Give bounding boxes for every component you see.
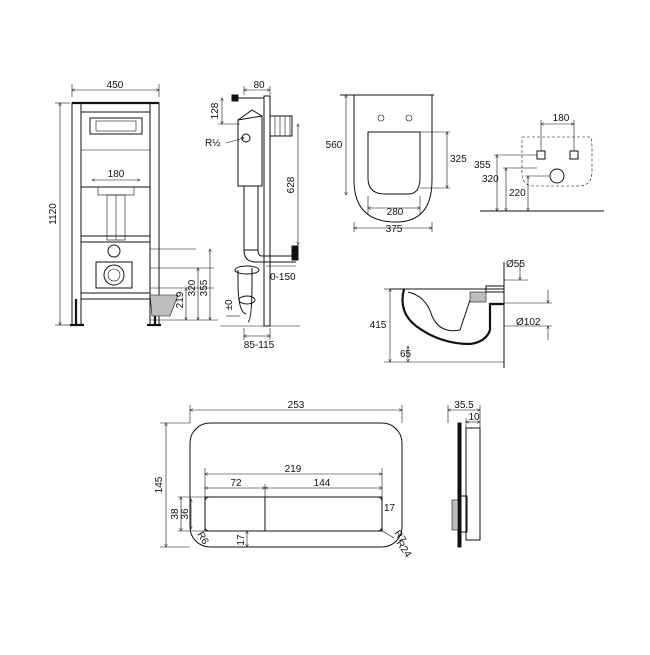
flush-plate-side-view: 35.5 10 <box>448 400 481 548</box>
installation-frame-front-view: 450 1120 180 219 320 355 <box>48 80 218 327</box>
bowl-side-outline <box>401 288 504 346</box>
dim-375: 375 <box>386 224 403 235</box>
dim-back-320: 320 <box>482 174 499 185</box>
flush-plate-front-view: 253 219 72 144 145 38 36 R6 17 17 R <box>154 400 413 560</box>
outlet-pipe <box>103 264 125 286</box>
dim-10: 10 <box>468 412 480 423</box>
large-flush-button <box>264 496 383 532</box>
bowl-back-outline <box>521 136 593 187</box>
bowl-top-view: 560 325 280 375 <box>326 94 467 235</box>
dim-plate-width: 253 <box>288 400 305 411</box>
flush-pipe-side <box>243 185 259 251</box>
bowl-back-view: 180 355 320 220 <box>474 113 604 212</box>
plate-side-body <box>465 427 481 541</box>
frame-right-upright <box>149 102 160 326</box>
dim-back-180: 180 <box>553 113 570 124</box>
cistern-side <box>237 115 263 187</box>
dim-inner-180: 180 <box>108 169 125 180</box>
dim-38: 38 <box>170 508 181 520</box>
zero-level: ±0 <box>224 299 235 310</box>
radius-r24: R24 <box>394 538 414 560</box>
bowl-outline <box>353 95 433 223</box>
thread-label: R½ <box>205 138 221 149</box>
radius-r6: R6 <box>194 530 210 547</box>
dim-219: 219 <box>175 291 186 308</box>
frame-left-upright <box>71 102 82 326</box>
dim-355: 355 <box>199 279 210 296</box>
drain-elbow <box>237 268 253 323</box>
dim-diameter-55: Ø55 <box>506 259 525 270</box>
dim-bowl-length: 560 <box>326 140 343 151</box>
dim-72: 72 <box>230 478 242 489</box>
inlet-connector <box>107 244 121 258</box>
dim-65: 65 <box>400 349 412 360</box>
dim-17-right: 17 <box>384 503 396 514</box>
floor-bracket <box>149 294 179 317</box>
dim-320: 320 <box>187 279 198 296</box>
dim-range-0-150: 0-150 <box>270 272 296 283</box>
dim-144: 144 <box>314 478 331 489</box>
small-flush-button <box>204 496 266 532</box>
bowl-side-view: Ø55 Ø102 415 65 <box>370 259 552 368</box>
dim-depth-80: 80 <box>253 80 265 91</box>
dim-36: 36 <box>180 508 191 520</box>
dim-219-panel: 219 <box>285 464 302 475</box>
dim-diameter-102: Ø102 <box>516 317 541 328</box>
dim-128: 128 <box>210 102 221 119</box>
dim-35-5: 35.5 <box>454 400 474 411</box>
button-panel <box>204 496 383 532</box>
dim-325: 325 <box>450 154 467 165</box>
dim-back-220: 220 <box>509 188 526 199</box>
dim-plate-height: 145 <box>154 476 165 493</box>
dim-280: 280 <box>387 207 404 218</box>
bowl-inner-rim <box>367 131 421 195</box>
dim-back-355: 355 <box>474 160 491 171</box>
frame-side-upright <box>263 95 271 327</box>
dim-17-bottom: 17 <box>236 534 247 546</box>
installation-frame-side-view: 80 128 R½ 628 0-150 <box>205 80 300 351</box>
dim-frame-width: 450 <box>107 80 124 91</box>
plate-outline <box>189 422 403 548</box>
dim-415: 415 <box>370 320 387 331</box>
dim-628: 628 <box>286 176 297 193</box>
dim-frame-height: 1120 <box>48 203 59 225</box>
dim-85-115: 85-115 <box>244 340 275 351</box>
